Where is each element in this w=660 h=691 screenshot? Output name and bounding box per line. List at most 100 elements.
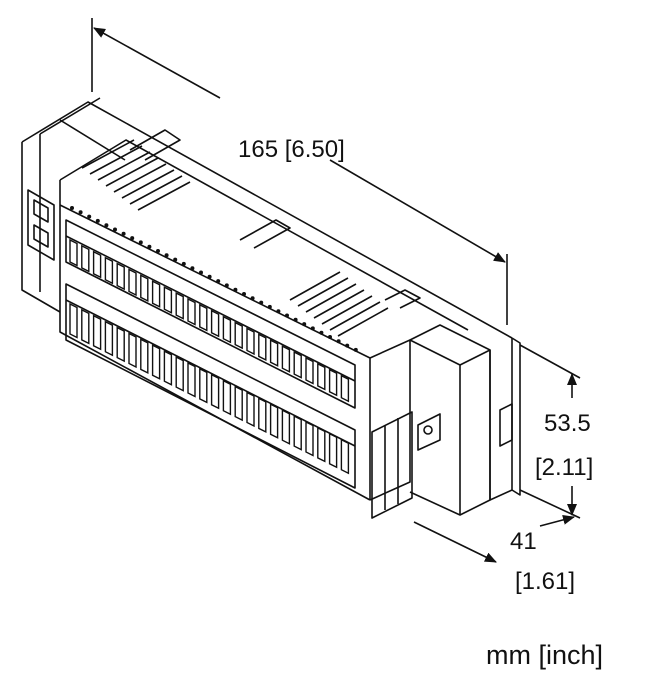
led-dot [181, 261, 186, 266]
depth-arrow-left [413, 521, 497, 563]
led-dot [224, 283, 229, 288]
height-extension-top [519, 344, 581, 379]
led-dot [207, 274, 212, 279]
terminal-tooth [246, 327, 255, 356]
terminal-tooth [163, 350, 173, 386]
terminal-tooth [210, 309, 220, 338]
terminal-tooth [293, 350, 302, 379]
terminal-tooth [258, 333, 267, 362]
terminal-tooth [340, 374, 350, 403]
terminal-tooth [258, 397, 267, 434]
upper-terminal-midline [65, 235, 356, 382]
end-block-2 [489, 338, 513, 501]
housing-front-right-face [369, 339, 411, 501]
terminal-tooth [175, 291, 184, 320]
terminal-tooth [317, 426, 326, 463]
led-dot [70, 206, 74, 210]
terminal-tooth [199, 303, 208, 332]
module-housing [21, 97, 521, 516]
end-block-1-top [409, 324, 491, 351]
led-dot [113, 227, 117, 232]
terminal-tooth [269, 339, 279, 367]
led-dot [199, 270, 203, 275]
led-dot [259, 300, 264, 305]
terminal-tooth [116, 262, 125, 291]
depth-arrow-right [539, 514, 575, 527]
led-dot [164, 253, 169, 258]
terminal-tooth [128, 332, 137, 369]
led-dot [302, 322, 307, 327]
terminal-tooth [187, 297, 196, 326]
terminal-tooth [140, 338, 149, 375]
led-dot [190, 266, 195, 271]
end-block-1-side [459, 349, 491, 516]
terminal-tooth [81, 244, 90, 273]
terminal-tooth [222, 315, 232, 344]
length-arrow-left [93, 27, 221, 99]
led-dot [250, 296, 255, 301]
top-tab-2 [239, 219, 291, 249]
height-mm-label: 53.5 [544, 410, 591, 437]
end-block-1 [409, 339, 461, 516]
depth-dimension [413, 514, 575, 563]
terminal-tooth [328, 432, 338, 469]
upper-terminal-strip [65, 219, 356, 409]
height-inch-label: [2.11] [535, 454, 594, 481]
led-dot [345, 343, 350, 348]
left-port-slots [33, 199, 49, 248]
terminal-tooth [234, 321, 243, 350]
led-dot [87, 214, 92, 219]
led-dot [121, 231, 126, 236]
housing-top-ridge-1 [39, 97, 101, 135]
led-dot [156, 249, 160, 253]
led-indicator-row [70, 206, 358, 352]
terminal-tooth [246, 391, 255, 428]
lower-terminal-strip [65, 283, 356, 489]
terminal-tooth [128, 268, 137, 297]
housing-top-front-edge [59, 139, 469, 331]
terminal-tooth [317, 362, 326, 391]
led-dot [310, 326, 315, 331]
housing-bottom-edge [59, 312, 371, 501]
vent-slots-right [289, 271, 389, 337]
terminal-tooth [305, 356, 314, 385]
din-clip [499, 403, 513, 447]
terminal-tooth [210, 373, 220, 410]
led-dot [285, 313, 289, 318]
height-dimension [519, 344, 581, 519]
terminal-tooth [104, 256, 114, 285]
terminal-tooth [222, 379, 232, 416]
length-arrow-right [329, 159, 506, 263]
terminal-tooth [293, 414, 302, 451]
terminal-tooth [328, 368, 338, 397]
length-dimension [91, 18, 508, 325]
length-dimension-label: 165 [6.50] [238, 136, 345, 163]
led-dot [328, 335, 332, 339]
vent-slots-left [81, 139, 191, 211]
housing-top-back-edge [21, 101, 513, 339]
housing-top-ridge-2 [59, 119, 126, 161]
led-dot [95, 218, 100, 223]
top-tab-3 [384, 289, 421, 309]
terminal-tooth [69, 238, 78, 267]
terminal-tooth [92, 250, 102, 279]
top-tab-1 [129, 129, 181, 161]
led-dot [242, 292, 246, 296]
terminal-tooth [81, 308, 90, 345]
left-port-window [27, 189, 55, 261]
side-connector-latch [417, 413, 441, 451]
terminal-tooth [269, 403, 279, 439]
led-dot [353, 347, 358, 352]
depth-mm-label: 41 [510, 528, 537, 555]
terminal-tooth [199, 367, 208, 404]
led-dot [276, 309, 281, 314]
side-connector-body [371, 411, 413, 519]
units-note: mm [inch] [486, 640, 604, 670]
led-dot [147, 244, 152, 249]
terminal-tooth [151, 280, 161, 308]
led-dot [267, 304, 272, 309]
led-dot [78, 210, 83, 215]
led-dot [319, 330, 324, 335]
terminal-tooth [140, 274, 149, 303]
